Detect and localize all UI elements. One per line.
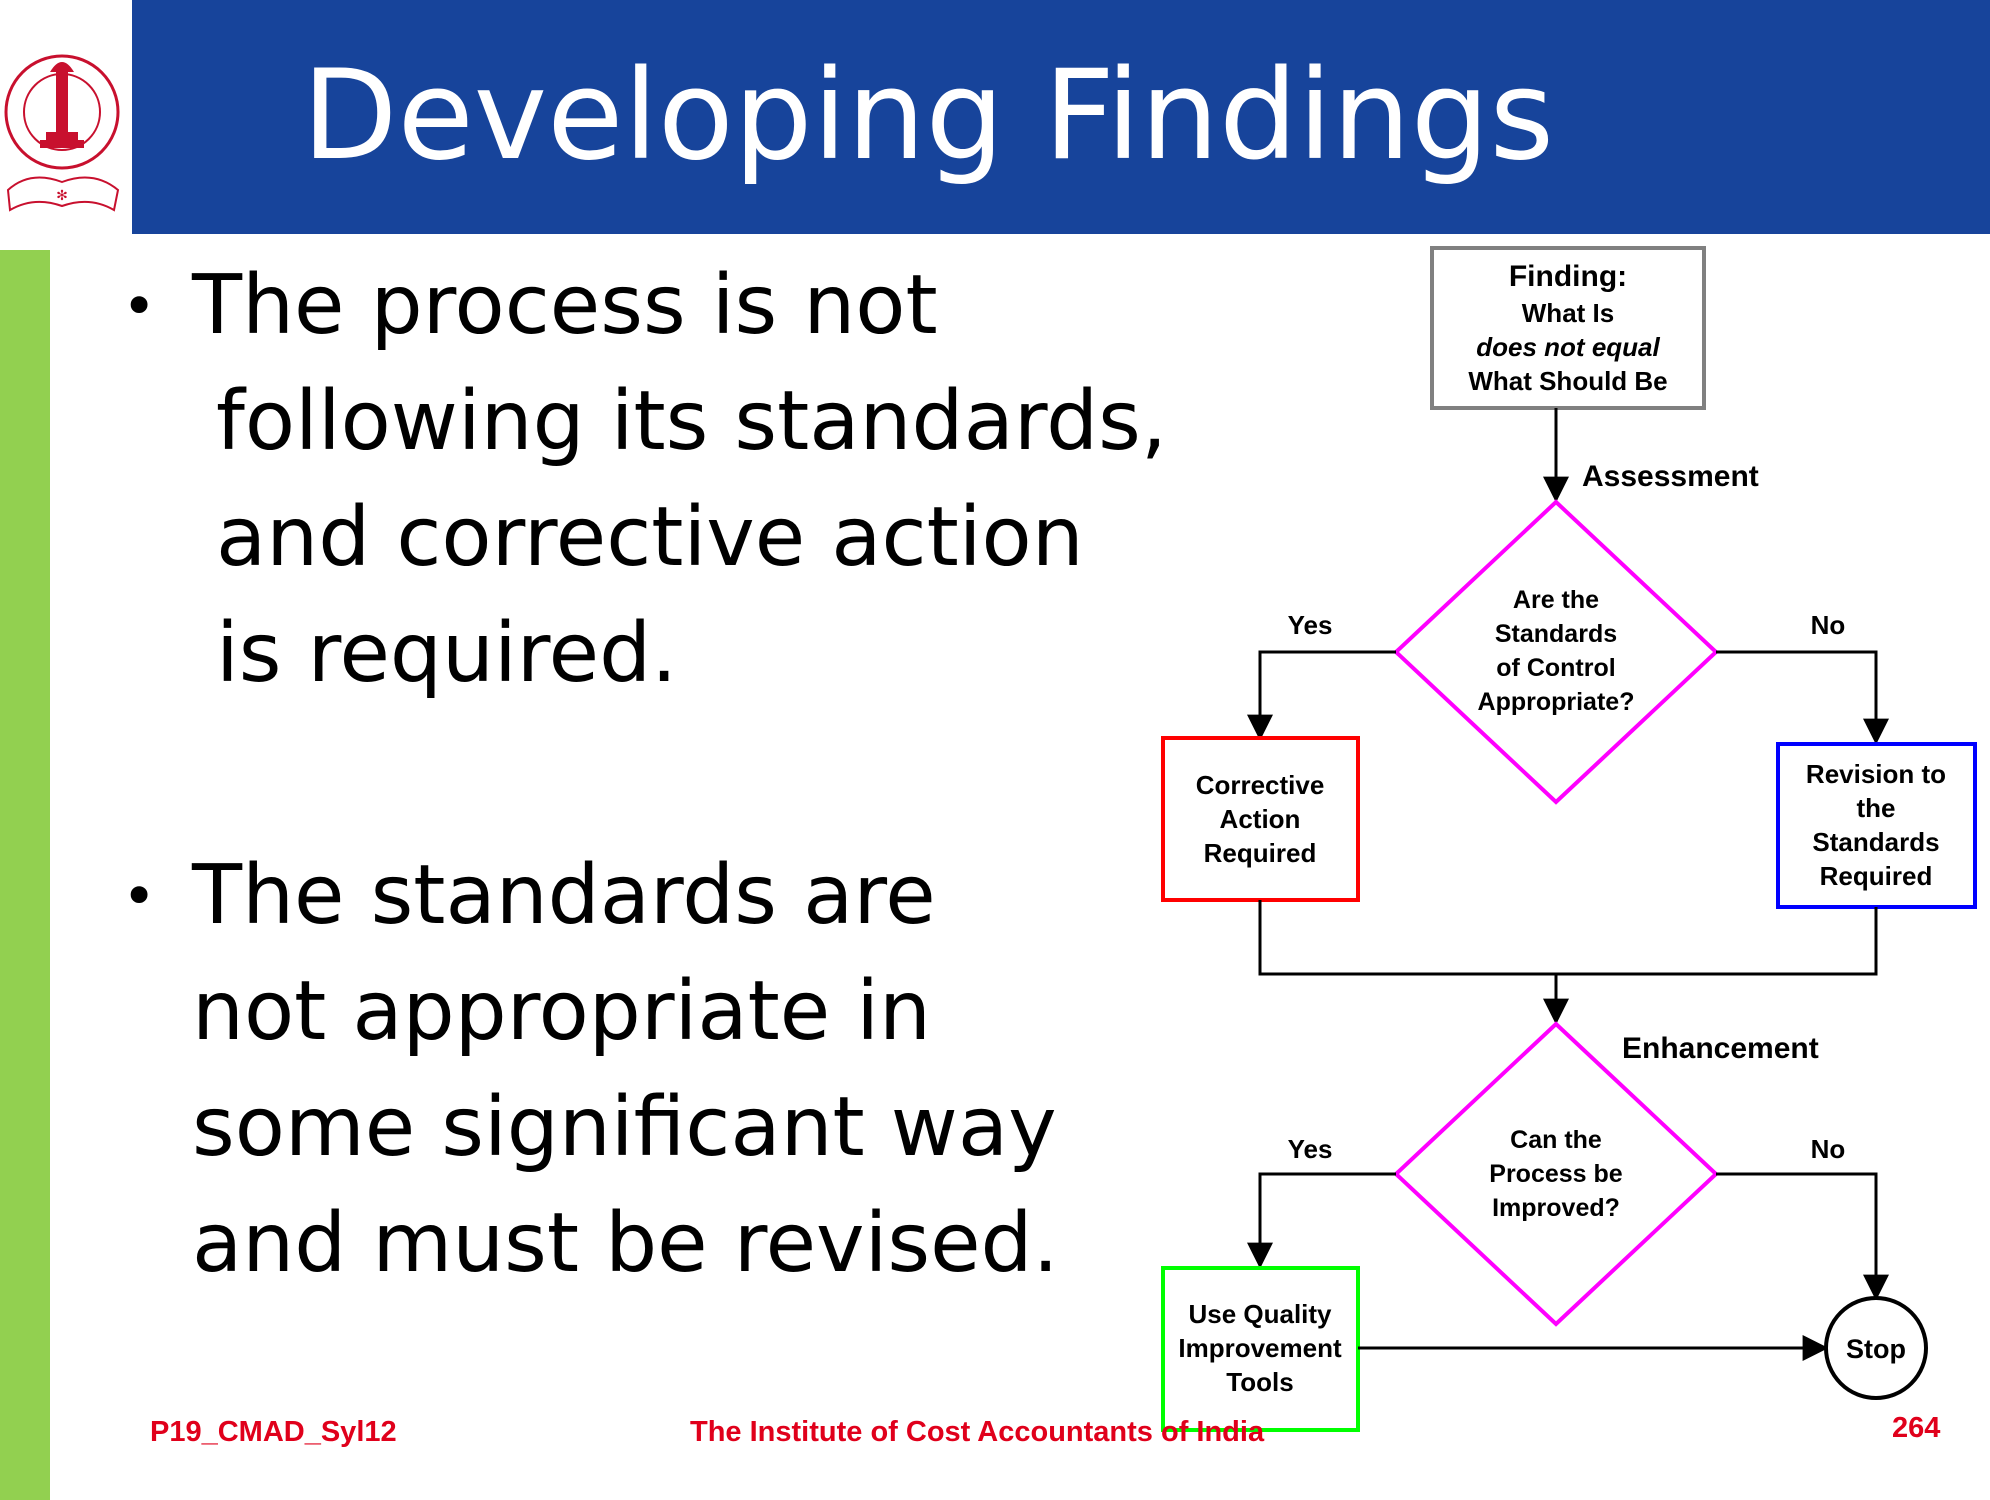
revision-line-1: Revision to — [1806, 759, 1946, 789]
corrective-action-box — [1161, 736, 1360, 902]
decision1-line-1: Are the — [1513, 586, 1599, 614]
stop-terminal — [1824, 1296, 1928, 1400]
bullet-1-line-4: is required. — [216, 606, 678, 701]
revision-line-4: Required — [1820, 861, 1933, 891]
decision-process-improved — [1393, 1021, 1719, 1327]
decision1-line-3: of Control — [1496, 654, 1615, 682]
finding-title: Finding: — [1509, 260, 1627, 293]
corrective-line-2: Action — [1220, 804, 1301, 834]
title-bar: Developing Findings — [132, 0, 1990, 234]
revision-line-3: Standards — [1812, 827, 1939, 857]
stop-label: Stop — [1846, 1334, 1906, 1364]
institute-logo: ✻ — [4, 54, 120, 212]
decision2-line-1: Can the — [1510, 1126, 1602, 1154]
connector-merge — [1258, 900, 1878, 976]
footer-page-number: 264 — [1892, 1412, 1941, 1444]
decision1-line-2: Standards — [1495, 620, 1617, 648]
connector-decision1-no — [1716, 650, 1889, 745]
decision1-line-4: Appropriate? — [1478, 688, 1635, 716]
corrective-line-1: Corrective — [1196, 770, 1325, 800]
slide-title: Developing Findings — [302, 44, 1555, 188]
bullet-2-line-1: The standards are — [192, 848, 936, 943]
footer-course-code: P19_CMAD_Syl12 — [150, 1416, 397, 1448]
decision2-line-2: Process be — [1489, 1160, 1623, 1188]
bullet-2-line-3: some significant way — [192, 1080, 1057, 1175]
bullet-1-line-3: and corrective action — [216, 490, 1084, 585]
finding-line-2: does not equal — [1476, 332, 1660, 362]
bullet-2-line-4: and must be revised. — [192, 1196, 1059, 1291]
bullet-2-line-2: not appropriate in — [192, 964, 932, 1059]
decision2-yes-label: Yes — [1288, 1134, 1333, 1164]
decision2-no-label: No — [1811, 1134, 1846, 1164]
assessment-label: Assessment — [1582, 460, 1759, 493]
connector-decision1-yes — [1247, 650, 1396, 741]
bullet-1-line-1: The process is not — [192, 258, 938, 353]
enhancement-label: Enhancement — [1622, 1032, 1819, 1065]
connector-decision2-no — [1716, 1172, 1889, 1301]
revision-box — [1776, 742, 1977, 909]
quality-line-1: Use Quality — [1188, 1299, 1332, 1329]
decision1-no-label: No — [1811, 610, 1846, 640]
finding-line-1: What Is — [1522, 298, 1614, 328]
svg-text:✻: ✻ — [56, 188, 68, 204]
footer-organization: The Institute of Cost Accountants of Ind… — [690, 1416, 1265, 1448]
revision-line-2: the — [1857, 793, 1896, 823]
finding-line-3: What Should Be — [1468, 366, 1667, 396]
quality-line-2: Improvement — [1178, 1333, 1342, 1363]
connector-decision2-yes — [1247, 1172, 1396, 1269]
bullet-marker: • — [122, 862, 157, 930]
quality-line-3: Tools — [1226, 1367, 1293, 1397]
decision1-yes-label: Yes — [1288, 610, 1333, 640]
bullet-marker: • — [122, 272, 157, 340]
decision-standards-appropriate — [1393, 499, 1719, 805]
side-accent-bar — [0, 250, 50, 1500]
bullet-1-line-2: following its standards, — [216, 374, 1167, 469]
finding-box — [1430, 246, 1706, 410]
decision2-line-3: Improved? — [1492, 1194, 1620, 1222]
corrective-line-3: Required — [1204, 838, 1317, 868]
